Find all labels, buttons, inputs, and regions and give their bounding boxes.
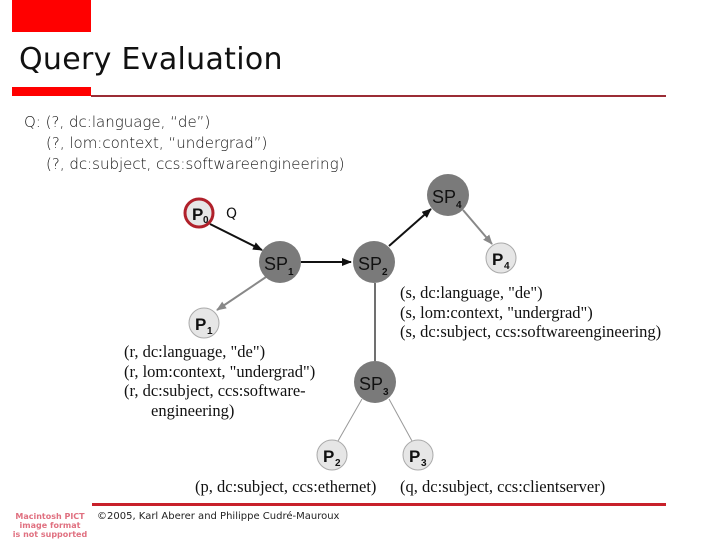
pict-text: image format [19,521,81,530]
query-triple: (?, dc:language, “de”) [45,113,211,131]
query-line-3: (?, dc:subject, ccs:softwareengineering) [46,155,345,173]
svg-text:SP: SP [359,374,383,394]
node-p2: P 2 [316,439,348,471]
query-tag: Q [226,206,237,222]
svg-text:P: P [492,250,503,269]
p1-result-line: (r, dc:language, "de") [124,342,266,361]
copyright-footer: ©2005, Karl Aberer and Philippe Cudré-Ma… [97,511,340,522]
svg-text:SP: SP [358,254,382,274]
top-accent-block [12,0,91,32]
svg-text:2: 2 [382,267,388,278]
edge-sp4-p4 [462,209,493,245]
edge-sp3-p3 [388,398,413,442]
edge-p0-sp1 [209,223,263,251]
svg-text:P: P [409,447,420,466]
query-block: Q: (?, dc:language, “de”) (?, lom:contex… [24,112,344,175]
p1-results: (r, dc:language, "de") (r, lom:context, … [124,342,315,420]
footer-rule [92,503,666,506]
svg-text:4: 4 [456,200,462,211]
p1-result-line: (r, lom:context, "undergrad") [124,361,316,381]
p1-result-line: engineering) [151,400,235,420]
node-p3: P 3 [402,439,434,471]
svg-text:SP: SP [264,254,288,274]
title-rule [91,95,666,97]
p1-result-line: (r, dc:subject, ccs:software- [124,381,306,400]
node-sp2: SP 2 [353,241,395,283]
pict-text: Macintosh PICT [15,512,85,521]
svg-text:4: 4 [504,261,510,272]
node-sp4: SP 4 [427,174,469,216]
node-sp3: SP 3 [354,361,396,403]
pict-placeholder-image: Macintosh PICT image format is not suppo… [10,512,90,539]
svg-text:3: 3 [421,458,427,469]
title-accent-block [12,87,91,96]
svg-text:1: 1 [207,326,213,337]
p4-result-line: (s, dc:subject, ccs:softwareengineering) [400,322,662,341]
p4-results: (s, dc:language, "de") (s, lom:context, … [400,283,661,342]
node-sp1: SP 1 [259,241,301,283]
svg-text:3: 3 [383,387,389,398]
node-p4: P 4 [485,242,517,274]
pict-text: is not supported [12,530,88,539]
slide-title: Query Evaluation [19,42,283,77]
svg-text:P: P [195,315,206,334]
svg-text:1: 1 [288,267,294,278]
query-line-1: Q: (?, dc:language, “de”) [24,112,344,133]
node-p0: P 0 [183,197,215,229]
svg-text:2: 2 [335,458,341,469]
query-prefix: Q: [24,113,41,131]
p4-result-line: (s, dc:language, "de") [400,283,543,302]
query-line-2: (?, lom:context, “undergrad”) [46,134,268,152]
p2-result: (p, dc:subject, ccs:ethernet) [195,477,377,496]
node-p1: P 1 [188,307,220,339]
svg-text:0: 0 [203,215,209,226]
svg-text:P: P [323,447,334,466]
edge-sp3-p2 [337,398,363,442]
p3-result: (q, dc:subject, ccs:clientserver) [400,477,606,496]
p4-result-line: (s, lom:context, "undergrad") [400,302,593,322]
edge-sp1-p1 [216,276,267,311]
svg-text:SP: SP [432,187,456,207]
svg-text:P: P [192,205,203,224]
edge-sp2-sp4 [388,208,432,247]
